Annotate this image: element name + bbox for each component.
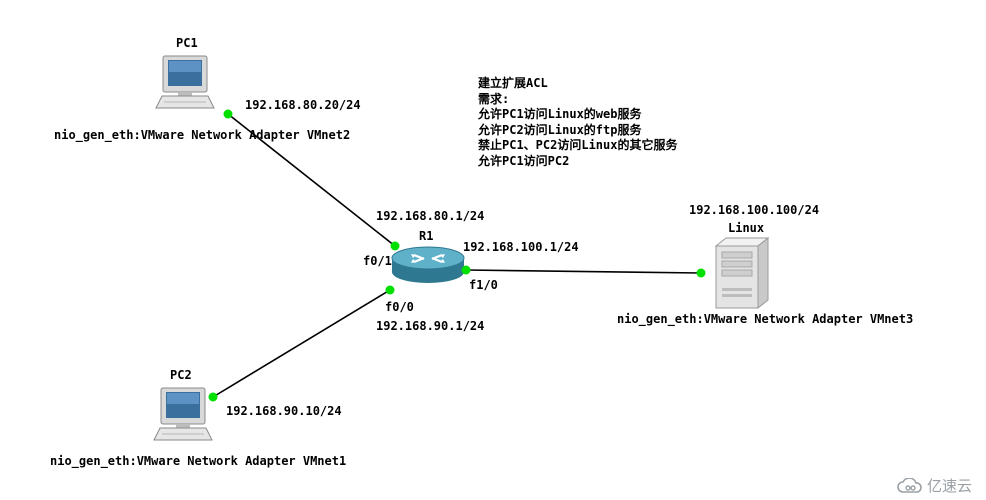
linux-ip: 192.168.100.100/24 xyxy=(689,203,820,217)
linux-server-icon[interactable] xyxy=(714,236,770,310)
r1-f0-1-ip: 192.168.80.1/24 xyxy=(376,209,485,223)
r1-router-icon[interactable] xyxy=(391,246,465,283)
watermark: 亿速云 xyxy=(897,475,972,496)
r1-f0-0-port-dot[interactable] xyxy=(385,285,395,295)
r1-f0-0-ip: 192.168.90.1/24 xyxy=(376,319,485,333)
note-line: 建立扩展ACL xyxy=(478,76,548,90)
link-pc1-r1 xyxy=(227,113,396,247)
pc2-port-dot[interactable] xyxy=(208,392,218,402)
link-r1-linux xyxy=(465,269,702,274)
pc2-computer-icon[interactable] xyxy=(153,387,213,441)
cloud-logo-icon xyxy=(897,477,922,493)
pc1-port-dot[interactable] xyxy=(223,109,233,119)
linux-port-dot[interactable] xyxy=(696,268,706,278)
link-pc2-r1 xyxy=(212,289,391,398)
r1-name: R1 xyxy=(419,229,434,243)
note-line: 需求: xyxy=(478,91,510,106)
pc2-name: PC2 xyxy=(170,368,192,382)
watermark-text: 亿速云 xyxy=(926,477,972,495)
requirements-note: 建立扩展ACL 需求: 允许PC1访问Linux的web服务 允许PC2访问Li… xyxy=(478,76,677,169)
r1-f0-1-port-dot[interactable] xyxy=(390,241,400,251)
linux-name: Linux xyxy=(728,221,765,235)
r1-f1-0-label: f1/0 xyxy=(469,278,498,292)
pc2-nio: nio_gen_eth:VMware Network Adapter VMnet… xyxy=(50,454,347,468)
linux-nio: nio_gen_eth:VMware Network Adapter VMnet… xyxy=(617,312,914,326)
note-line: 允许PC2访问Linux的ftp服务 xyxy=(478,122,642,137)
pc2-ip: 192.168.90.10/24 xyxy=(226,404,342,418)
r1-f1-0-ip: 192.168.100.1/24 xyxy=(463,240,579,254)
note-line: 允许PC1访问PC2 xyxy=(478,153,570,168)
r1-f0-1-label: f0/1 xyxy=(363,254,392,268)
note-line: 允许PC1访问Linux的web服务 xyxy=(478,107,642,121)
pc1-ip: 192.168.80.20/24 xyxy=(245,98,361,112)
r1-f1-0-port-dot[interactable] xyxy=(461,265,471,275)
r1-f0-0-label: f0/0 xyxy=(385,300,414,314)
note-line: 禁止PC1、PC2访问Linux的其它服务 xyxy=(478,138,678,152)
pc1-nio: nio_gen_eth:VMware Network Adapter VMnet… xyxy=(54,128,351,142)
pc1-name: PC1 xyxy=(176,36,198,50)
pc1-computer-icon[interactable] xyxy=(155,55,215,109)
